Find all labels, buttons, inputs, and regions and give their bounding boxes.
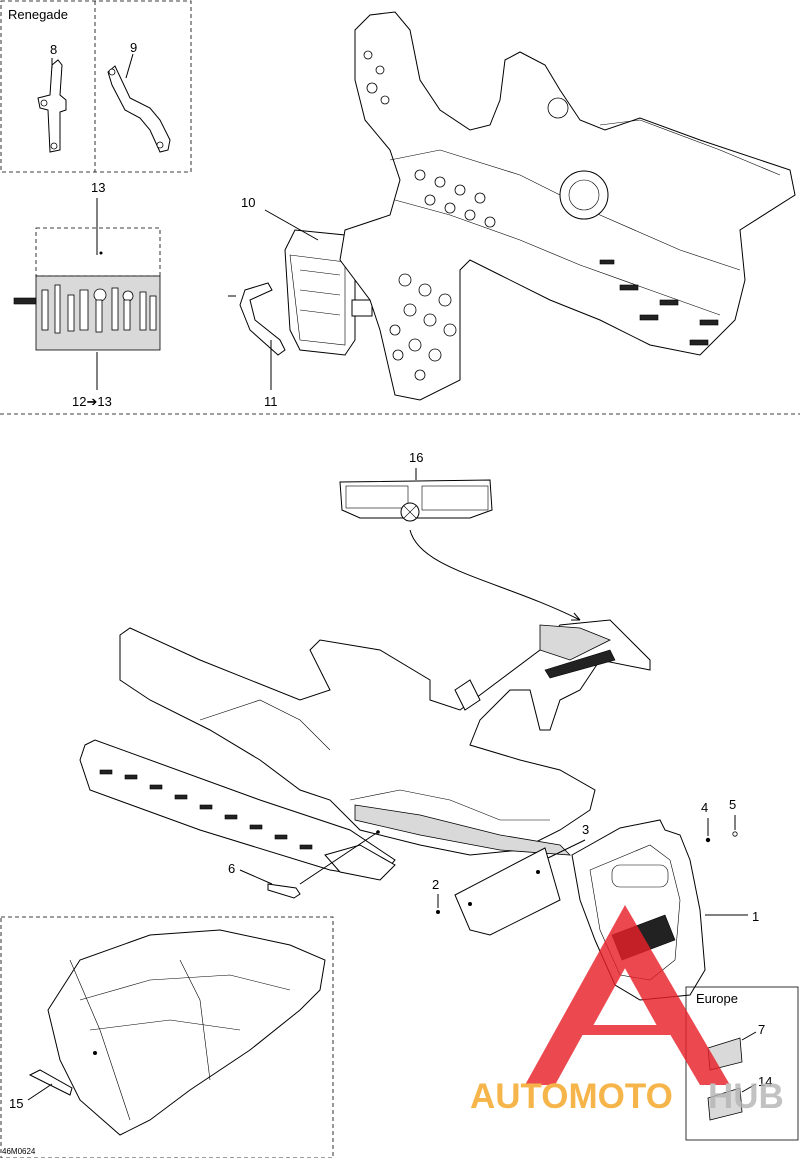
- chassis-holes: [363, 50, 719, 381]
- drawing-code: 46M0624: [2, 1147, 36, 1156]
- chassis-top: [339, 11, 796, 401]
- watermark-text-automoto: AUTOMOTO: [470, 1077, 673, 1116]
- chassis-rear: [79, 619, 651, 881]
- watermark-logo: AUTOMOTO HUB: [470, 905, 784, 1116]
- callout-14: 14: [758, 1074, 772, 1089]
- tool-kit: 13 12➔13: [13, 180, 161, 409]
- callout-6: 6: [228, 861, 235, 876]
- callout-5: 5: [729, 797, 736, 812]
- callout-9: 9: [130, 40, 137, 55]
- part-16-warning-label: 16: [339, 450, 581, 621]
- part-6: 6: [228, 830, 380, 899]
- part-11-strap: 11: [228, 282, 286, 409]
- callout-12-13: 12➔13: [72, 394, 112, 409]
- part-8-bracket: [37, 58, 67, 153]
- board-slots: [99, 769, 313, 850]
- callout-2: 2: [432, 877, 439, 892]
- renegade-inset: Renegade 8 9: [0, 0, 192, 173]
- part-3-plate: 3 2: [432, 822, 589, 936]
- watermark-text-hub: HUB: [708, 1077, 784, 1116]
- callout-7: 7: [758, 1022, 765, 1037]
- part-15-inset: 15: [0, 916, 334, 1158]
- europe-inset: Europe 7 14: [685, 986, 799, 1141]
- callout-13: 13: [91, 180, 105, 195]
- renegade-label: Renegade: [8, 7, 68, 22]
- part-9-bracket: [107, 53, 171, 153]
- callout-4: 4: [701, 800, 708, 815]
- callout-11: 11: [264, 394, 278, 409]
- callout-8: 8: [50, 42, 57, 57]
- callout-15: 15: [9, 1096, 23, 1111]
- callout-16: 16: [409, 450, 423, 465]
- callout-3: 3: [582, 822, 589, 837]
- europe-label: Europe: [696, 991, 738, 1006]
- callout-1: 1: [752, 909, 759, 924]
- callout-10: 10: [241, 195, 255, 210]
- tool-icons: [41, 284, 157, 334]
